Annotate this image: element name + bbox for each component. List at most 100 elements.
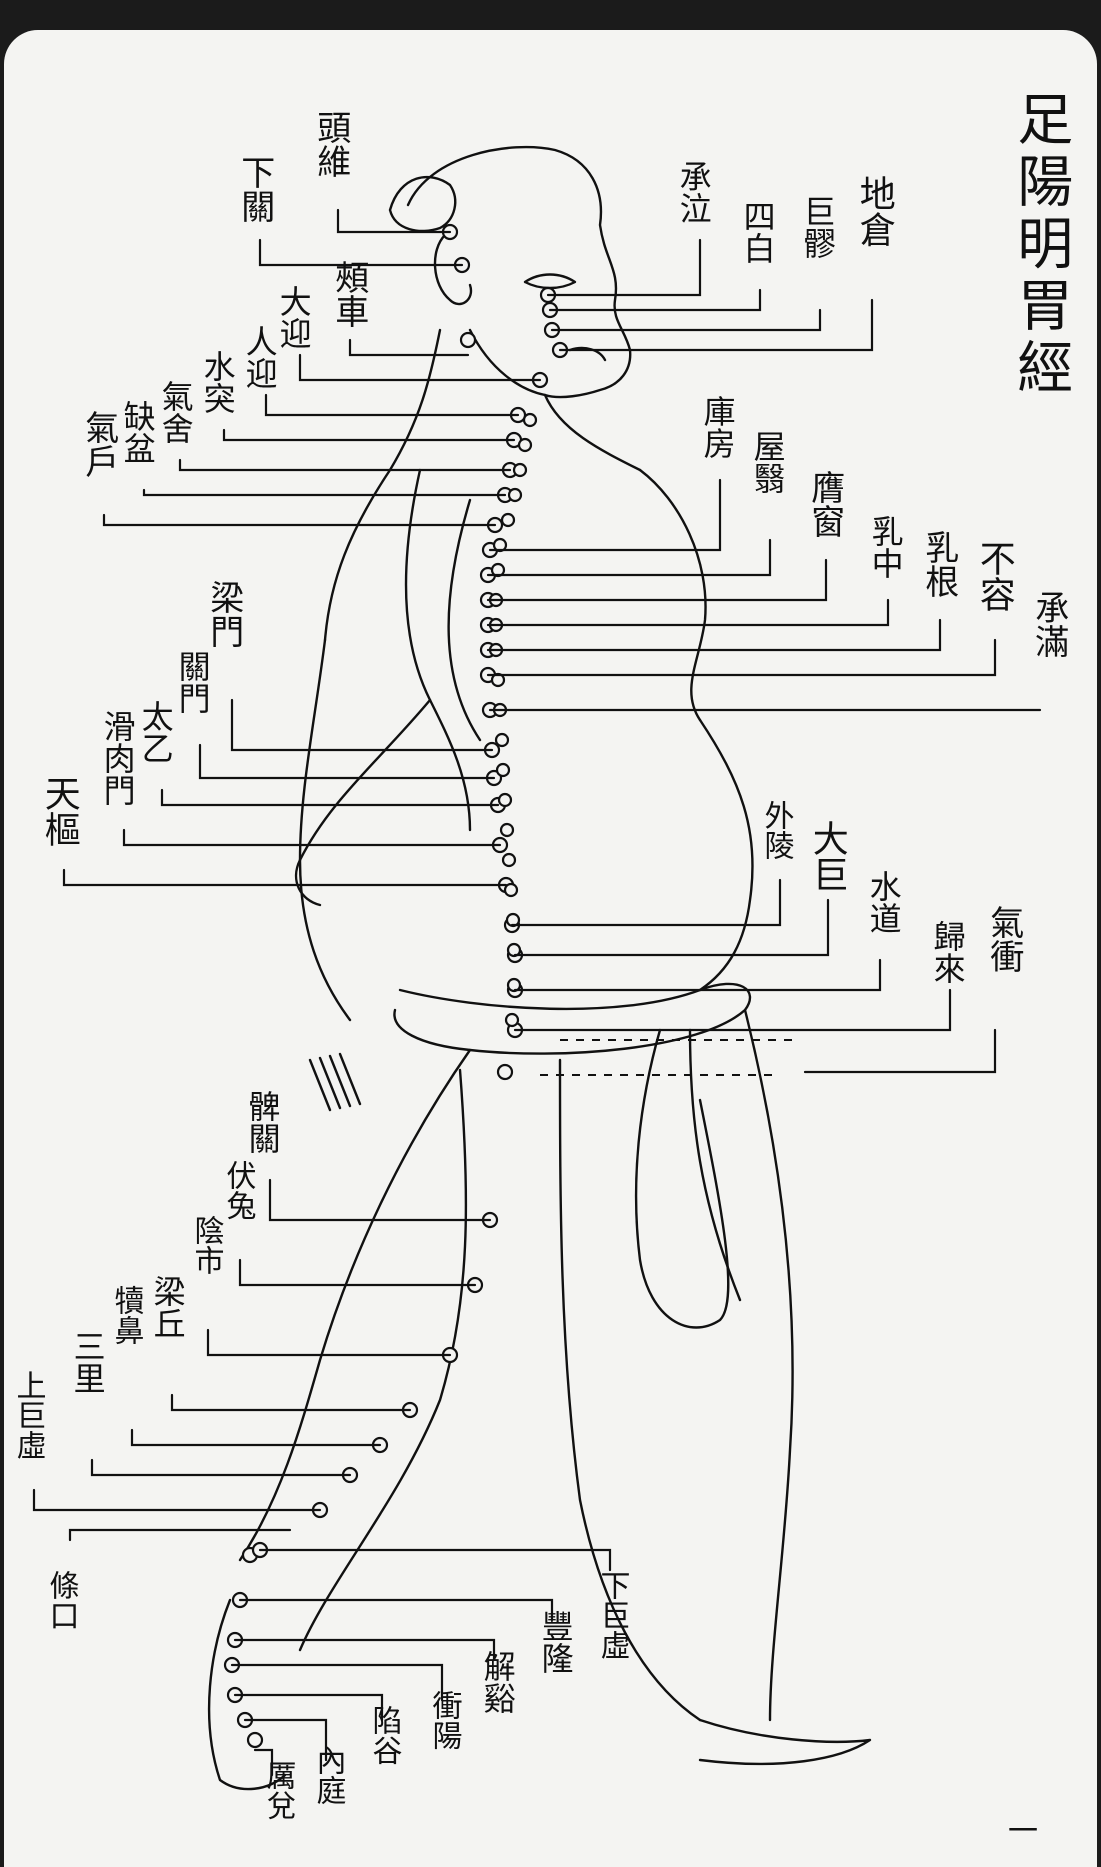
belly [700, 720, 753, 990]
point-label-liang-qiu: 梁丘 [150, 1275, 184, 1339]
foot-front [700, 1720, 870, 1764]
chest [640, 470, 706, 720]
leader-line-qi-hu [104, 515, 495, 525]
leader-line-tai-yi [162, 790, 498, 805]
point-label-gui-lai: 歸來 [930, 920, 964, 984]
point-label-tou-wei: 頭維 [312, 110, 348, 178]
back [300, 640, 350, 1020]
dashed-line [540, 1040, 800, 1075]
point-label-feng-long: 豐隆 [538, 1610, 572, 1674]
eye [525, 275, 575, 289]
point-label-shui-dao: 水道 [866, 870, 900, 934]
hand-hatch [310, 1054, 360, 1110]
leader-line-da-ying [300, 355, 540, 380]
acupoint-li-dui [248, 1733, 262, 1747]
leader-line-shui-dao [515, 960, 880, 990]
leader-line-qi-chong [805, 1030, 995, 1072]
point-label-jie-xi: 解谿 [480, 1650, 514, 1714]
leader-line-du-bi [132, 1430, 380, 1445]
acupoint-jia-che [461, 333, 475, 347]
point-label-li-dui: 厲兌 [262, 1760, 294, 1820]
point-label-shang-ju-xu: 上巨虛 [12, 1370, 44, 1460]
acupoint-qi-chong [498, 1065, 512, 1079]
point-label-qi-hu: 氣戶 [80, 410, 116, 478]
point-label-si-bai: 四白 [740, 200, 774, 264]
meridian-bead [496, 734, 508, 746]
leader-line-que-pen [144, 490, 505, 495]
point-label-tai-yi: 太乙 [138, 700, 172, 764]
arm-outer [449, 500, 480, 740]
point-label-da-ju: 大巨 [808, 820, 846, 892]
point-label-du-bi: 犢鼻 [110, 1285, 142, 1345]
point-label-san-li: 三里 [70, 1330, 104, 1394]
point-label-nei-ting: 內庭 [312, 1745, 344, 1805]
sash-tail [636, 1030, 728, 1328]
page-number: 一 [1008, 1806, 1038, 1850]
leader-line-cheng-qi [548, 240, 700, 295]
meridian-bead [514, 464, 526, 476]
point-label-wu-yi: 屋翳 [750, 430, 784, 494]
leader-line-tian-shu [64, 870, 506, 885]
leader-line-shui-tu [224, 430, 514, 440]
point-label-ju-liao: 巨髎 [800, 195, 834, 259]
point-label-da-ying: 大迎 [276, 285, 310, 349]
leader-line-liang-men [232, 700, 492, 750]
robe-front [745, 1010, 793, 1720]
point-label-fu-tu: 伏兔 [222, 1160, 254, 1220]
meridian-bead [524, 414, 536, 426]
meridian-bead [506, 1014, 518, 1026]
leader-line-xian-gu [235, 1695, 382, 1720]
point-label-yin-shi: 陰市 [190, 1215, 222, 1275]
leader-line-jia-che [350, 340, 468, 355]
sash [394, 984, 750, 1054]
meridian-bead [509, 489, 521, 501]
point-label-xia-ju-xu: 下巨虛 [596, 1570, 628, 1660]
leader-line-xia-ju-xu [260, 1550, 610, 1570]
leader-line-ku-fang [490, 480, 720, 550]
point-label-cheng-qi: 承泣 [676, 160, 710, 224]
point-label-tiao-kou: 條口 [45, 1570, 77, 1630]
point-label-liang-men: 梁門 [205, 580, 241, 648]
point-label-xia-guan: 下關 [236, 155, 272, 223]
leader-line-tou-wei [338, 210, 450, 232]
point-label-bi-guan: 髀關 [245, 1090, 279, 1154]
leader-line-bi-guan [270, 1180, 490, 1220]
neck-front [545, 395, 640, 470]
leader-line-ju-liao [552, 310, 820, 330]
point-label-shui-tu: 水突 [200, 350, 234, 414]
leader-line-wai-ling [512, 880, 780, 925]
meridian-bead [501, 824, 513, 836]
point-label-que-pen: 缺盆 [120, 400, 154, 464]
chart-title: 足陽明胃經 [1010, 90, 1069, 400]
leader-line-feng-long [240, 1600, 552, 1620]
point-label-di-cang: 地倉 [855, 175, 893, 247]
forearm [300, 700, 430, 860]
point-label-chong-yang: 衝陽 [428, 1690, 460, 1750]
leg-back [560, 1060, 700, 1720]
point-label-ying-chuang: 膺窗 [806, 470, 842, 538]
point-label-qi-she: 氣舍 [158, 380, 192, 444]
meridian-bead [502, 514, 514, 526]
leader-line-di-cang [560, 300, 872, 350]
leg-front [300, 1070, 466, 1650]
leader-line-ren-ying [266, 395, 518, 415]
leader-line-ru-zhong [488, 600, 888, 625]
point-label-cheng-man: 承滿 [1030, 590, 1066, 658]
point-label-xian-gu: 陷谷 [368, 1705, 400, 1765]
leader-line-san-li [92, 1460, 350, 1475]
point-label-hua-rou-men: 滑肉門 [100, 710, 134, 806]
point-label-ru-gen: 乳根 [920, 530, 956, 598]
meridian-bead [503, 854, 515, 866]
meridian-bead [519, 439, 531, 451]
leader-line-bu-rong [488, 640, 995, 675]
leader-line-jie-xi [235, 1640, 494, 1660]
meridian-bead [499, 794, 511, 806]
point-label-ru-zhong: 乳中 [868, 515, 902, 579]
point-label-jia-che: 頰車 [330, 260, 366, 328]
point-label-tian-shu: 天樞 [40, 775, 78, 847]
jaw [470, 330, 545, 395]
sash-tail-2 [690, 1030, 740, 1300]
leader-line-qi-she [180, 460, 510, 470]
leader-line-liang-qiu [172, 1395, 410, 1410]
